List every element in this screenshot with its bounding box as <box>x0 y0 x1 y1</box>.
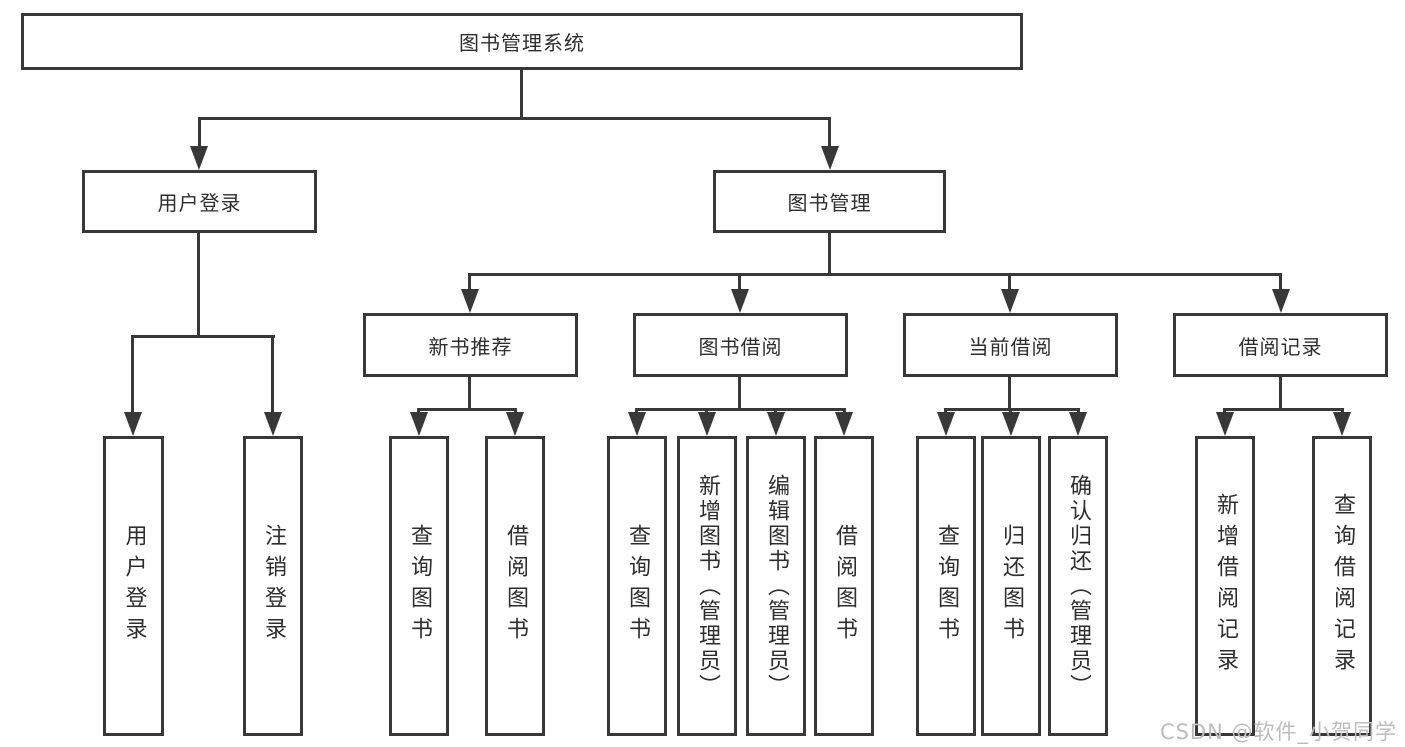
node-label: 查询图书 <box>625 524 650 648</box>
node-library-management-system: 图书管理系统 <box>21 13 1023 70</box>
arrow-down-icon <box>698 412 716 436</box>
connector-line <box>738 377 741 411</box>
node-label: 用户登录 <box>121 524 147 648</box>
leaf-query-books-borrow: 查询图书 <box>607 436 667 736</box>
arrow-down-icon <box>821 146 839 170</box>
leaf-return-books: 归还图书 <box>981 436 1041 736</box>
arrow-down-icon <box>835 412 853 436</box>
connector-line <box>131 335 134 414</box>
csdn-watermark: CSDN @软件_小贺同学 <box>1159 720 1397 744</box>
connector-line <box>417 408 517 411</box>
arrow-down-icon <box>506 412 524 436</box>
connector-line <box>944 408 1080 411</box>
connector-line <box>198 117 831 120</box>
connector-line <box>738 273 741 291</box>
connector-line <box>197 233 200 338</box>
node-label: 查询借阅记录 <box>1330 493 1355 679</box>
node-label: 查询图书 <box>934 524 959 648</box>
connector-line <box>1223 408 1344 411</box>
node-new-book-recommend: 新书推荐 <box>363 313 578 377</box>
connector-line <box>1008 273 1011 291</box>
connector-line <box>468 273 471 291</box>
leaf-user-login: 用户登录 <box>103 436 164 736</box>
leaf-edit-books-admin: 编辑图书（管理员） <box>746 436 806 736</box>
leaf-query-books-recommend: 查询图书 <box>389 436 449 736</box>
arrow-down-icon <box>1272 289 1290 313</box>
arrow-down-icon <box>124 412 142 436</box>
arrow-down-icon <box>628 412 646 436</box>
arrow-down-icon <box>937 412 955 436</box>
arrow-down-icon <box>461 289 479 313</box>
node-label: 借阅记录 <box>1238 334 1323 359</box>
connector-line <box>468 377 471 411</box>
leaf-logout: 注销登录 <box>243 436 303 736</box>
connector-line <box>1008 377 1011 411</box>
arrow-down-icon <box>190 146 208 170</box>
node-book-borrow: 图书借阅 <box>633 313 848 377</box>
arrow-down-icon <box>1216 412 1234 436</box>
arrow-down-icon <box>1002 412 1020 436</box>
leaf-add-books-admin: 新增图书（管理员） <box>677 436 737 736</box>
node-label: 新书推荐 <box>428 334 513 359</box>
leaf-confirm-return-admin: 确认归还（管理员） <box>1048 436 1108 736</box>
node-label: 新增图书（管理员） <box>695 473 720 699</box>
connector-line <box>131 335 275 338</box>
leaf-query-borrow-record: 查询借阅记录 <box>1312 436 1372 736</box>
arrow-down-icon <box>1069 412 1087 436</box>
node-label: 图书管理 <box>787 191 872 215</box>
connector-line <box>635 408 846 411</box>
node-book-management-branch: 图书管理 <box>713 170 946 233</box>
connector-line <box>271 335 274 414</box>
connector-line <box>828 117 831 148</box>
node-borrow-record: 借阅记录 <box>1173 313 1388 377</box>
node-current-borrow: 当前借阅 <box>903 313 1118 377</box>
connector-line <box>828 233 831 276</box>
leaf-query-books-current: 查询图书 <box>916 436 976 736</box>
node-label: 当前借阅 <box>968 334 1053 359</box>
node-label: 用户登录 <box>157 191 242 215</box>
node-label: 图书借阅 <box>698 334 783 359</box>
node-label: 注销登录 <box>261 524 286 648</box>
connector-line <box>1279 377 1282 411</box>
node-label: 图书管理系统 <box>459 31 585 55</box>
arrow-down-icon <box>1001 289 1019 313</box>
node-label: 归还图书 <box>999 524 1024 648</box>
node-label: 新增借阅记录 <box>1213 493 1238 679</box>
connector-line <box>520 70 523 118</box>
arrow-down-icon <box>264 412 282 436</box>
connector-line <box>468 273 1282 276</box>
leaf-borrow-books: 借阅图书 <box>814 436 874 736</box>
leaf-add-borrow-record: 新增借阅记录 <box>1195 436 1255 736</box>
arrow-down-icon <box>1333 412 1351 436</box>
arrow-down-icon <box>767 412 785 436</box>
node-label: 确认归还（管理员） <box>1066 473 1091 699</box>
connector-line <box>198 117 201 148</box>
leaf-borrow-books-recommend: 借阅图书 <box>485 436 545 736</box>
node-label: 编辑图书（管理员） <box>764 473 789 699</box>
node-label: 借阅图书 <box>503 524 528 648</box>
node-user-login-branch: 用户登录 <box>82 170 317 233</box>
arrow-down-icon <box>731 289 749 313</box>
arrow-down-icon <box>410 412 428 436</box>
node-label: 借阅图书 <box>832 524 857 648</box>
node-label: 查询图书 <box>407 524 432 648</box>
connector-line <box>1279 273 1282 291</box>
